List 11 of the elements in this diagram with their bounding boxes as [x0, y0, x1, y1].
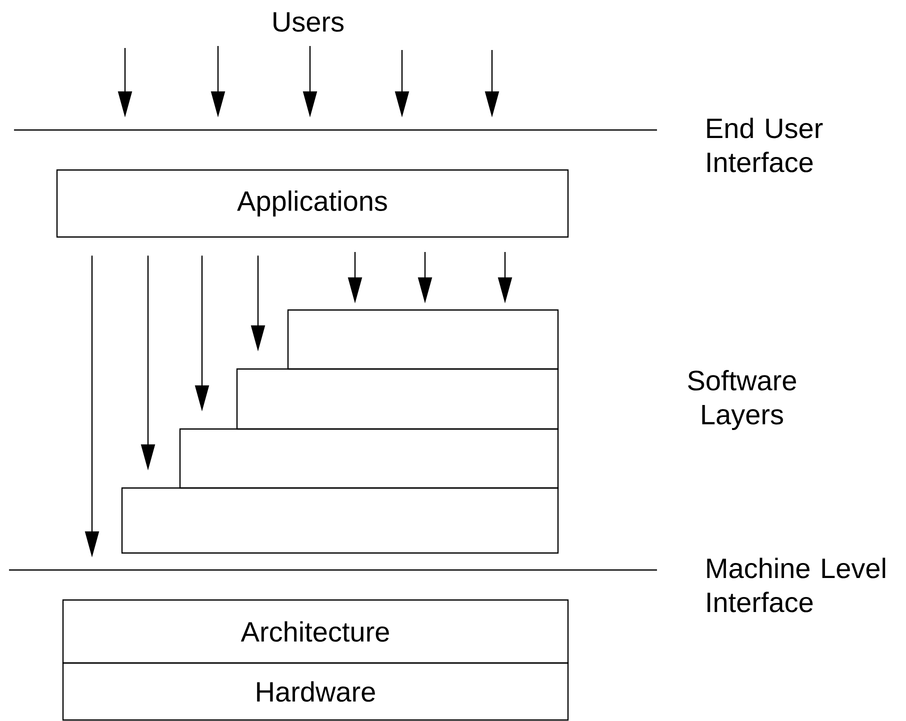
layer-box: [179, 428, 559, 489]
label: Users: [274, 12, 344, 32]
interface-label: Machine Level Interface: [707, 558, 886, 612]
layer-box: [121, 487, 559, 554]
label: Software Layers: [688, 370, 796, 430]
layer-box: Architecture: [62, 599, 569, 664]
layer-box: Applications: [56, 169, 569, 238]
layer-box: [287, 309, 559, 370]
layer-box: [236, 368, 559, 430]
layer-box: Hardware: [62, 662, 569, 721]
interface-label: End User Interface: [707, 118, 823, 172]
